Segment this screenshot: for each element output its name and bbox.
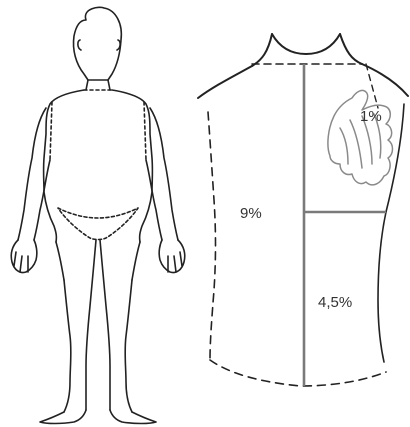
- trunk-left-side: [208, 112, 216, 360]
- full-body-figure: [11, 7, 185, 423]
- label-lower-quarter-percent: 4,5%: [318, 294, 352, 311]
- body-neck: [86, 80, 110, 90]
- trunk-shoulder-left: [198, 66, 252, 98]
- label-half-trunk-percent: 9%: [240, 205, 262, 222]
- body-left-leg: [64, 280, 71, 412]
- trunk-bottom-seam: [210, 360, 386, 386]
- body-right-leg: [125, 280, 132, 412]
- body-torso: [44, 90, 84, 242]
- body-right-arm: [150, 108, 178, 240]
- body-left-arm: [18, 108, 46, 240]
- body-right-foot: [110, 410, 156, 424]
- label-palm-percent: 1%: [360, 108, 382, 125]
- body-head: [73, 7, 121, 80]
- trunk-shoulder-right: [362, 64, 408, 96]
- trunk-neck-outline: [272, 34, 340, 54]
- body-briefs: [58, 208, 138, 240]
- body-pelvis: [56, 242, 64, 280]
- palm-hand-icon: [328, 90, 393, 184]
- body-left-foot: [40, 410, 86, 424]
